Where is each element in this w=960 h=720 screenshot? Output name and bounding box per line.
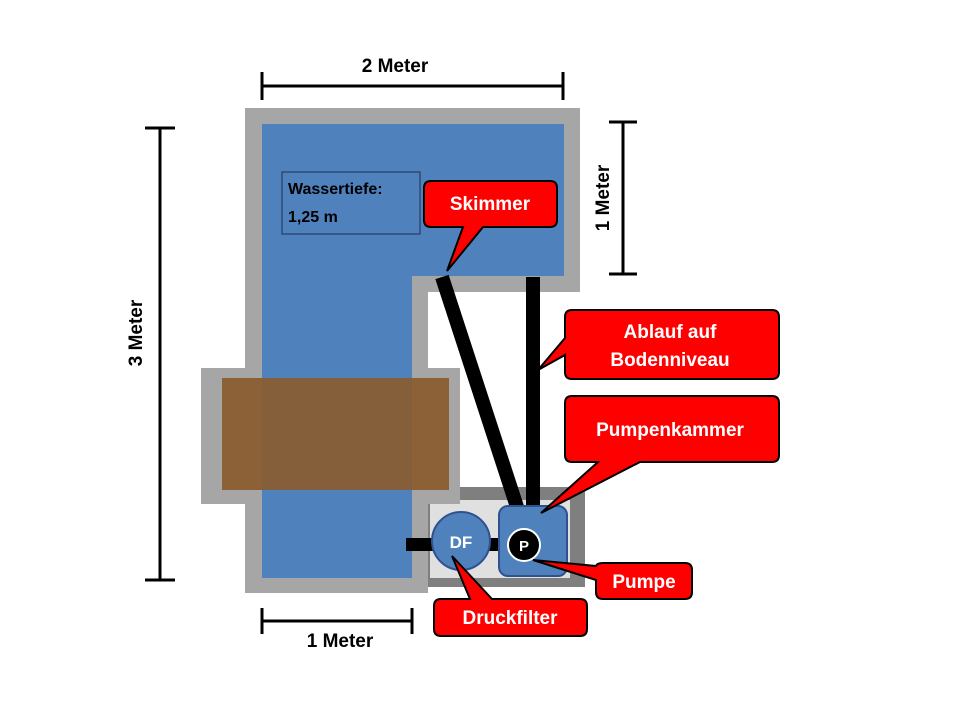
water-depth-value: 1,25 m	[288, 209, 338, 226]
pump	[507, 528, 541, 562]
callout-pressure-filter	[433, 555, 588, 637]
callout-skimmer	[423, 180, 558, 272]
callout-pump-chamber	[540, 395, 780, 514]
bridge	[222, 378, 449, 490]
callout-pressure-filter-text: Druckfilter	[462, 608, 558, 629]
dimension-right	[609, 120, 637, 276]
callout-pump-text: Pumpe	[612, 572, 675, 593]
water-depth-box	[281, 171, 421, 235]
skimmer-pipe	[435, 274, 525, 513]
callout-drain-text-1: Ablauf auf	[624, 322, 718, 343]
dimension-top-label: 2 Meter	[362, 56, 429, 77]
callout-pump-chamber-text: Pumpenkammer	[596, 420, 744, 441]
dimension-bottom	[260, 608, 414, 634]
dimension-bottom-label: 1 Meter	[307, 631, 374, 652]
dimension-right-label: 1 Meter	[593, 164, 614, 231]
outlet-pipe	[406, 538, 434, 551]
callout-skimmer-text: Skimmer	[450, 194, 531, 215]
callout-drain-text-2: Bodenniveau	[610, 350, 729, 371]
dimension-left	[145, 126, 175, 582]
pump-label: P	[519, 538, 529, 555]
dimension-top	[260, 72, 565, 100]
callout-pump	[532, 559, 693, 600]
dimension-left-label: 3 Meter	[126, 299, 147, 366]
callout-drain	[537, 309, 780, 380]
filter-label: DF	[450, 533, 473, 552]
water-depth-label: Wassertiefe:	[288, 181, 383, 198]
